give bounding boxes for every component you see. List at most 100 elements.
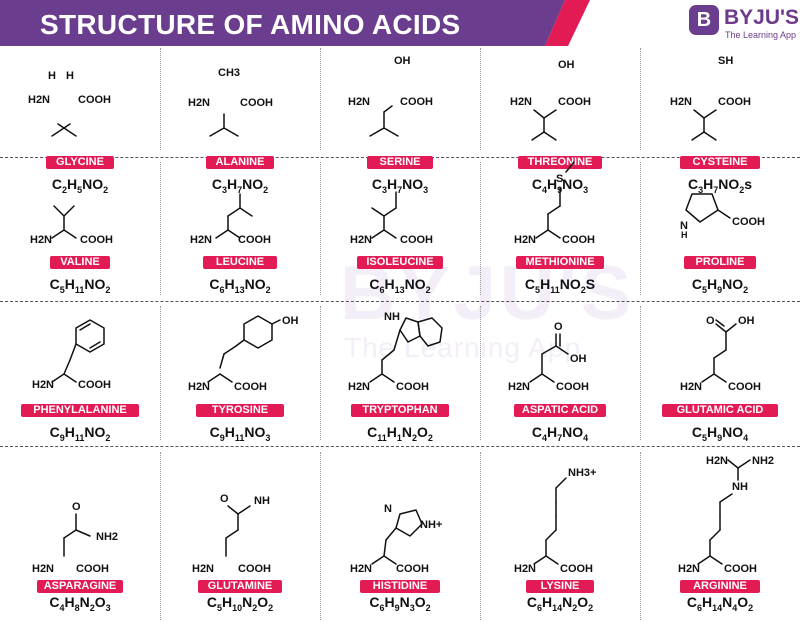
svg-text:COOH: COOH — [234, 381, 267, 393]
formula-subscript: 3 — [409, 602, 415, 613]
header-banner: STRUCTURE OF AMINO ACIDS B BYJU'S The Le… — [0, 0, 800, 46]
molecular-formula: C6H14N4O2 — [640, 594, 800, 613]
formula-subscript: 2 — [425, 284, 431, 295]
formula-subscript: 4 — [583, 432, 589, 443]
logo-tagline: The Learning App — [725, 30, 797, 40]
formula-element: NO — [722, 276, 744, 292]
svg-text:H2N: H2N — [678, 563, 700, 575]
formula-element: C — [371, 176, 382, 192]
formula-element: C — [531, 424, 542, 440]
formula-element: C — [369, 594, 380, 610]
amino-acid-name-label: LYSINE — [526, 580, 594, 593]
formula-element: H — [386, 424, 397, 440]
formula-subscript: 2 — [89, 602, 95, 613]
formula-subscript: 5 — [701, 284, 707, 295]
molecular-formula: C3H7NO2 — [160, 176, 320, 195]
svg-text:COOH: COOH — [556, 381, 589, 393]
formula-element: NO — [402, 176, 424, 192]
svg-text:N: N — [680, 220, 688, 232]
formula-subscript: 11 — [74, 284, 85, 295]
svg-text:H2N: H2N — [510, 96, 532, 108]
svg-text:COOH: COOH — [78, 379, 111, 391]
column-divider — [160, 48, 161, 150]
formula-element: H — [546, 424, 558, 440]
molecular-formula: C4H8N2O3 — [0, 594, 160, 613]
alanine-structure: CH3 H2N COOH — [188, 67, 273, 137]
svg-text:COOH: COOH — [238, 563, 271, 575]
amino-acid-card-alanine: CH3 H2N COOH ALANINE C3H7NO2 — [160, 48, 320, 195]
formula-subscript: 3 — [583, 184, 589, 195]
formula-element: H — [384, 276, 395, 292]
amino-acid-name-label: HISTIDINE — [360, 580, 440, 593]
svg-text:COOH: COOH — [396, 563, 429, 575]
page-title: STRUCTURE OF AMINO ACIDS — [40, 9, 461, 40]
arginine-structure: NH H2N NH2 H2N COOH — [678, 455, 774, 575]
amino-acid-name-label: ASPATIC ACID — [514, 404, 606, 417]
formula-element: N — [399, 594, 410, 610]
svg-text:H2N: H2N — [348, 96, 370, 108]
molecular-formula: C3H7NO2s — [640, 176, 800, 195]
logo-brand-name: BYJU'S — [724, 6, 800, 29]
tryptophan-structure: NH H2N COOH — [348, 311, 443, 393]
formula-element: C — [211, 176, 222, 192]
formula-subscript: 11 — [377, 432, 387, 443]
amino-acid-name-label: ASPARAGINE — [37, 580, 123, 593]
svg-text:NH: NH — [732, 481, 748, 493]
formula-subscript: 7 — [237, 184, 243, 195]
formula-subscript: 3 — [381, 184, 387, 195]
column-divider — [640, 452, 641, 620]
proline-structure: N H COOH — [680, 193, 765, 240]
formula-subscript: 11 — [234, 432, 245, 443]
formula-element: C — [686, 594, 697, 610]
formula-subscript: 3 — [423, 184, 429, 195]
formula-subscript: 2 — [265, 284, 271, 295]
svg-text:COOH: COOH — [732, 216, 765, 228]
amino-acid-name-label: ALANINE — [206, 156, 274, 169]
formula-subscript: 13 — [234, 284, 245, 295]
molecular-formula: C6H13NO2 — [160, 276, 320, 295]
formula-element: H — [224, 276, 235, 292]
svg-text:OH: OH — [282, 315, 299, 327]
formula-element: C — [209, 424, 220, 440]
formula-subscript: 9 — [219, 432, 225, 443]
column-divider — [160, 162, 161, 295]
amino-acid-name-label: GLUTAMINE — [198, 580, 282, 593]
formula-subscript: 5 — [535, 284, 541, 295]
molecular-formula: C5H11NO2S — [480, 276, 640, 295]
glutamic-acid-structure: O OH H2N COOH — [680, 315, 761, 393]
svg-text:S: S — [556, 173, 563, 185]
formula-element: H — [221, 594, 233, 610]
formula-subscript: 5 — [216, 602, 222, 613]
formula-subscript: 7 — [397, 184, 403, 195]
formula-subscript: 5 — [59, 284, 65, 295]
formula-subscript: 2 — [263, 184, 269, 195]
formula-element: C — [49, 276, 60, 292]
formula-element: C — [49, 594, 60, 610]
valine-structure: H2N COOH — [30, 205, 113, 246]
formula-element: H — [64, 594, 75, 610]
molecular-formula: C3H7NO3 — [320, 176, 480, 195]
column-divider — [320, 452, 321, 620]
formula-element: O — [94, 594, 106, 610]
formula-element: H — [64, 424, 75, 440]
amino-acid-name-label: CYSTEINE — [680, 156, 760, 169]
svg-text:COOH: COOH — [400, 96, 433, 108]
molecular-formula: C11H1N2O2 — [320, 424, 480, 443]
svg-text:NH2: NH2 — [96, 531, 118, 543]
formula-element: C — [526, 594, 537, 610]
molecular-formula: C6H13NO2 — [320, 276, 480, 295]
svg-text:H2N: H2N — [350, 234, 372, 246]
amino-acid-name-label: ARGININE — [680, 580, 760, 593]
histidine-structure: N NH+ H2N COOH — [350, 503, 442, 575]
amino-acid-name-label: LEUCINE — [203, 256, 277, 269]
formula-element: H — [541, 594, 553, 610]
svg-text:COOH: COOH — [724, 563, 757, 575]
tyrosine-structure: OH H2N COOH — [188, 315, 299, 393]
formula-subscript: 9 — [59, 432, 65, 443]
